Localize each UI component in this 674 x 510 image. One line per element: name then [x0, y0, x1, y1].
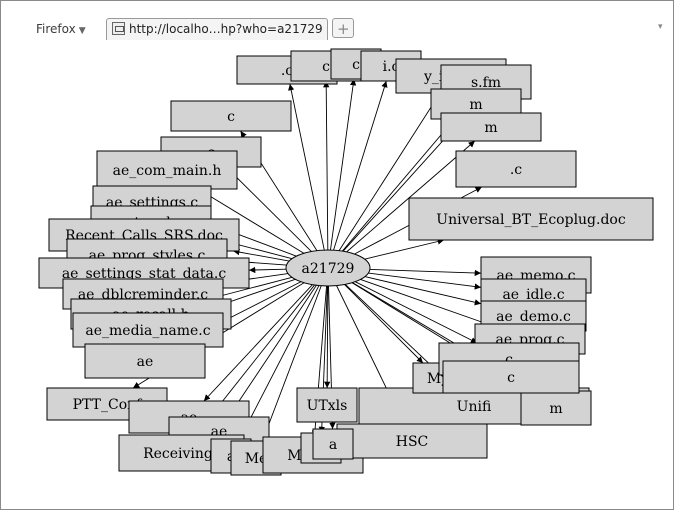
graph-node-box [455, 150, 577, 188]
graph-node-label: Me [245, 451, 268, 467]
graph-node-label: c [322, 59, 330, 75]
graph-node-label: PTT_Conf [73, 397, 144, 413]
graph-node-label: Unifi [457, 399, 492, 415]
graph-node[interactable]: ae_com_main.h [96, 150, 238, 190]
graph-node[interactable]: m [440, 112, 542, 142]
graph-node-label: ae [137, 354, 154, 370]
graph-node[interactable]: c [442, 360, 580, 394]
graph-node-box [312, 428, 354, 460]
graph-node-box [440, 112, 542, 142]
graph-nodes: .ccci.cy_info.cs.fmmm.cccae_com_main.hae… [38, 48, 654, 476]
graph-node[interactable]: ae_media_name.c [72, 312, 224, 348]
graph-edge [368, 272, 482, 290]
graph-node[interactable]: m [520, 390, 592, 426]
graph-node-label: ae_idle.c [502, 287, 564, 303]
graph-node-label: .c [510, 162, 522, 178]
graph-edge [203, 284, 313, 402]
browser-toolbar: Firefox▼ http://localho…hp?who=a21729 + … [2, 2, 672, 42]
graph-node[interactable]: a [312, 428, 354, 460]
graph-edge [344, 284, 424, 364]
graph-node-label: c [507, 370, 515, 386]
graph-node-label: ae_com_main.h [113, 163, 222, 179]
graph-node-label: c [352, 57, 360, 73]
graph-node-label: HSC [396, 434, 429, 450]
graph-edge [346, 140, 476, 253]
chevron-down-icon: ▼ [78, 26, 86, 36]
graph-edge [261, 285, 322, 442]
graph-node[interactable]: ae [84, 343, 206, 379]
graph-node[interactable]: .c [455, 150, 577, 188]
graph-node-label: c [505, 352, 513, 368]
graph-node[interactable]: c [170, 100, 292, 132]
graph-edge [323, 80, 330, 251]
page-favicon-icon [112, 22, 125, 35]
graph-edge [197, 188, 305, 254]
graph-edge [239, 285, 320, 440]
graph-node-label: m [469, 97, 482, 113]
graph-edge [330, 78, 357, 251]
graph-node-label: m [549, 401, 562, 417]
graph-node[interactable]: Universal_BT_Ecoplug.doc [408, 197, 654, 241]
graph-node-box [170, 100, 292, 132]
graph-node-label: .c [281, 63, 293, 79]
graph-edge [225, 166, 312, 252]
graph-node-label: s.fm [471, 75, 501, 91]
graph-node-label: ae_demo.c [496, 309, 571, 325]
graph-edge [233, 249, 290, 262]
graph-node-box [96, 150, 238, 190]
graph-edge [333, 80, 388, 251]
graph-node-box [408, 197, 654, 241]
graph-node-box [296, 387, 358, 423]
graph-node-label: Universal_BT_Ecoplug.doc [436, 212, 626, 228]
graph-node-box [442, 360, 580, 394]
browser-tab[interactable]: http://localho…hp?who=a21729 [106, 18, 328, 40]
graph-edge [364, 276, 482, 306]
graph-edge [324, 285, 331, 389]
tab-title: http://localho…hp?who=a21729 [129, 22, 323, 36]
firefox-menu-label: Firefox [36, 22, 76, 36]
graph-edge [355, 281, 478, 344]
plus-icon: + [337, 20, 350, 38]
center-node-label: a21729 [302, 261, 355, 277]
graph-edge [369, 268, 482, 277]
graph-node-label: m [484, 120, 497, 136]
chevron-down-icon: ▾ [658, 22, 663, 32]
graph-node-label: UTxls [307, 398, 348, 414]
graph-node[interactable]: HSC [336, 423, 488, 459]
graph-edge [338, 92, 441, 251]
graph-node-box [84, 343, 206, 379]
graph-node-label: ae_settings_stat_data.c [62, 266, 227, 282]
dependency-graph: .ccci.cy_info.cs.fmmm.cccae_com_main.hae… [38, 48, 654, 476]
center-node[interactable]: a21729 [285, 249, 371, 287]
graph-edge [227, 285, 317, 418]
graph-node-label: c [227, 109, 235, 125]
graph-node[interactable]: UTxls [296, 387, 358, 423]
firefox-menu-button[interactable]: Firefox▼ [36, 22, 86, 40]
graph-edge [360, 278, 488, 325]
graph-edge [248, 266, 287, 274]
graph-node-label: a [329, 437, 337, 453]
graph-node-box [520, 390, 592, 426]
graph-node-label: i.c [383, 59, 400, 75]
graph-node-box [72, 312, 224, 348]
graph-edge [364, 238, 445, 260]
graph-node-label: Receiving_ [143, 446, 220, 462]
graph-node-label: ae_media_name.c [85, 323, 210, 339]
tab-list-button[interactable]: ▾ [658, 22, 663, 32]
graph-edge [288, 83, 325, 251]
new-tab-button[interactable]: + [332, 18, 354, 38]
